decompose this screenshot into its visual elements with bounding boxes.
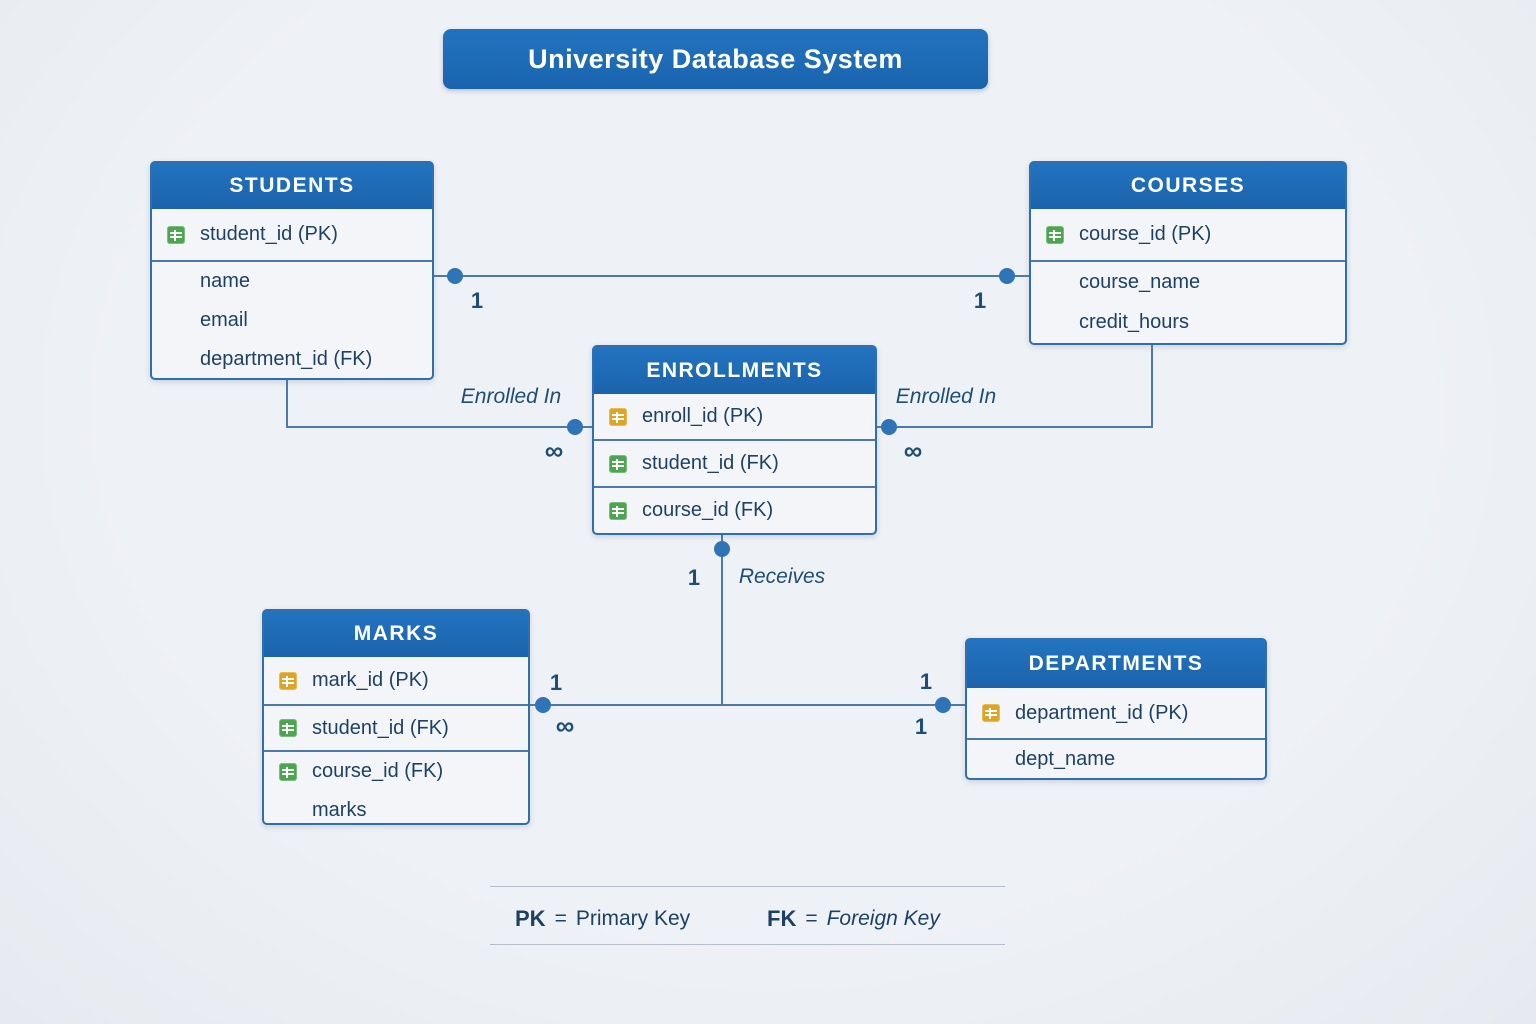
fk-section: student_id (FK) [594,439,875,486]
table-enrollments: ENROLLMENTS enroll_id (PK) student_id (F… [592,345,877,535]
field-label: enroll_id (PK) [642,405,764,427]
cardinality-courses-one: 1 [973,288,987,313]
table-header: COURSES [1031,163,1345,209]
field-row: course_id (PK) [1031,209,1345,260]
diagram-title: University Database System [443,29,988,89]
table-grid-icon [1046,225,1064,244]
field-label: student_id (FK) [312,716,449,739]
field-label: student_id (PK) [200,223,338,245]
field-label: mark_id (PK) [312,669,429,691]
field-row: course_id (FK) [264,752,528,791]
field-label: course_id (FK) [642,499,774,521]
field-row: enroll_id (PK) [594,394,875,439]
fk-section: course_id (FK) [594,486,875,533]
fk-section: course_id (FK) marks [264,750,528,830]
cardinality-marks-top: 1 [549,670,563,695]
table-marks: MARKS mark_id (PK) student_id (FK) cours… [262,609,530,825]
field-label: department_id (PK) [1015,701,1189,724]
legend-fk-abbr: FK [767,906,797,931]
connector-dot [935,697,951,713]
fk-section: student_id (FK) [264,704,528,750]
relationship-label-enrolled-in-left: Enrolled In [460,385,562,408]
field-row: name [152,262,432,301]
cardinality-receives-one: 1 [687,565,701,590]
connector-dot [714,541,730,557]
diagram-title-text: University Database System [528,43,903,74]
cardinality-students-one: 1 [470,288,484,313]
field-label: email [200,309,248,331]
table-grid-icon [982,704,1000,722]
table-header: STUDENTS [152,163,432,209]
pk-section: mark_id (PK) [264,657,528,704]
connector-dot [447,268,463,284]
legend-foreign-key: FK = Foreign Key [767,906,940,932]
connector-dot [535,697,551,713]
field-label: dept_name [1015,747,1116,770]
field-row: credit_hours [1031,303,1345,342]
legend: PK = Primary Key FK = Foreign Key [490,900,1005,938]
field-label: marks [312,799,367,821]
field-label: course_id (PK) [1079,223,1212,245]
pk-section: department_id (PK) [967,688,1265,738]
field-row: course_id (FK) [594,488,875,533]
field-row: department_id (FK) [152,340,432,379]
attributes-section: dept_name [967,738,1265,778]
field-row: department_id (PK) [967,688,1265,738]
field-row: student_id (PK) [152,209,432,260]
table-grid-icon [609,407,627,426]
pk-section: enroll_id (PK) [594,394,875,439]
pk-section: course_id (PK) [1031,209,1345,260]
field-row: mark_id (PK) [264,657,528,704]
connector-dot [881,419,897,435]
cardinality-enrollments-many-right: ∞ [903,435,923,466]
table-departments: DEPARTMENTS department_id (PK) dept_name [965,638,1267,780]
field-label: course_name [1079,271,1201,293]
attributes-section: name email department_id (FK) [152,260,432,379]
legend-primary-key: PK = Primary Key [515,906,690,932]
table-header: MARKS [264,611,528,657]
table-grid-icon [279,671,297,690]
table-grid-icon [167,225,185,244]
legend-fk-eq: = [805,907,818,930]
field-label: name [200,270,251,292]
cardinality-enrollments-many-left: ∞ [544,435,564,466]
field-label: course_id (FK) [312,760,444,782]
field-row: marks [264,791,528,830]
legend-pk-eq: = [554,907,567,930]
field-row: student_id (FK) [264,706,528,750]
relationship-label-receives: Receives [738,565,826,588]
legend-rule-bottom [490,944,1005,945]
legend-pk-label: Primary Key [575,907,691,930]
legend-rule-top [490,886,1005,887]
field-row: student_id (FK) [594,441,875,486]
legend-pk-abbr: PK [515,906,546,931]
table-grid-icon [279,762,297,781]
connector-dot [567,419,583,435]
cardinality-departments-bottom: 1 [914,714,928,739]
table-grid-icon [279,719,297,737]
attributes-section: course_name credit_hours [1031,260,1345,343]
pk-section: student_id (PK) [152,209,432,260]
table-grid-icon [609,501,627,520]
table-header: DEPARTMENTS [967,640,1265,688]
table-students: STUDENTS student_id (PK) name email depa… [150,161,434,380]
field-row: course_name [1031,263,1345,302]
field-row: dept_name [967,740,1265,778]
field-label: credit_hours [1079,311,1190,333]
table-courses: COURSES course_id (PK) course_name credi… [1029,161,1347,345]
field-label: department_id (FK) [200,348,373,370]
legend-fk-label: Foreign Key [826,907,940,930]
field-row: email [152,301,432,340]
relationship-label-enrolled-in-right: Enrolled In [895,385,997,408]
field-label: student_id (FK) [642,452,779,474]
cardinality-marks-many: ∞ [555,710,575,741]
table-grid-icon [609,454,627,473]
table-header: ENROLLMENTS [594,347,875,394]
connector-dot [999,268,1015,284]
cardinality-departments-top: 1 [919,669,933,694]
